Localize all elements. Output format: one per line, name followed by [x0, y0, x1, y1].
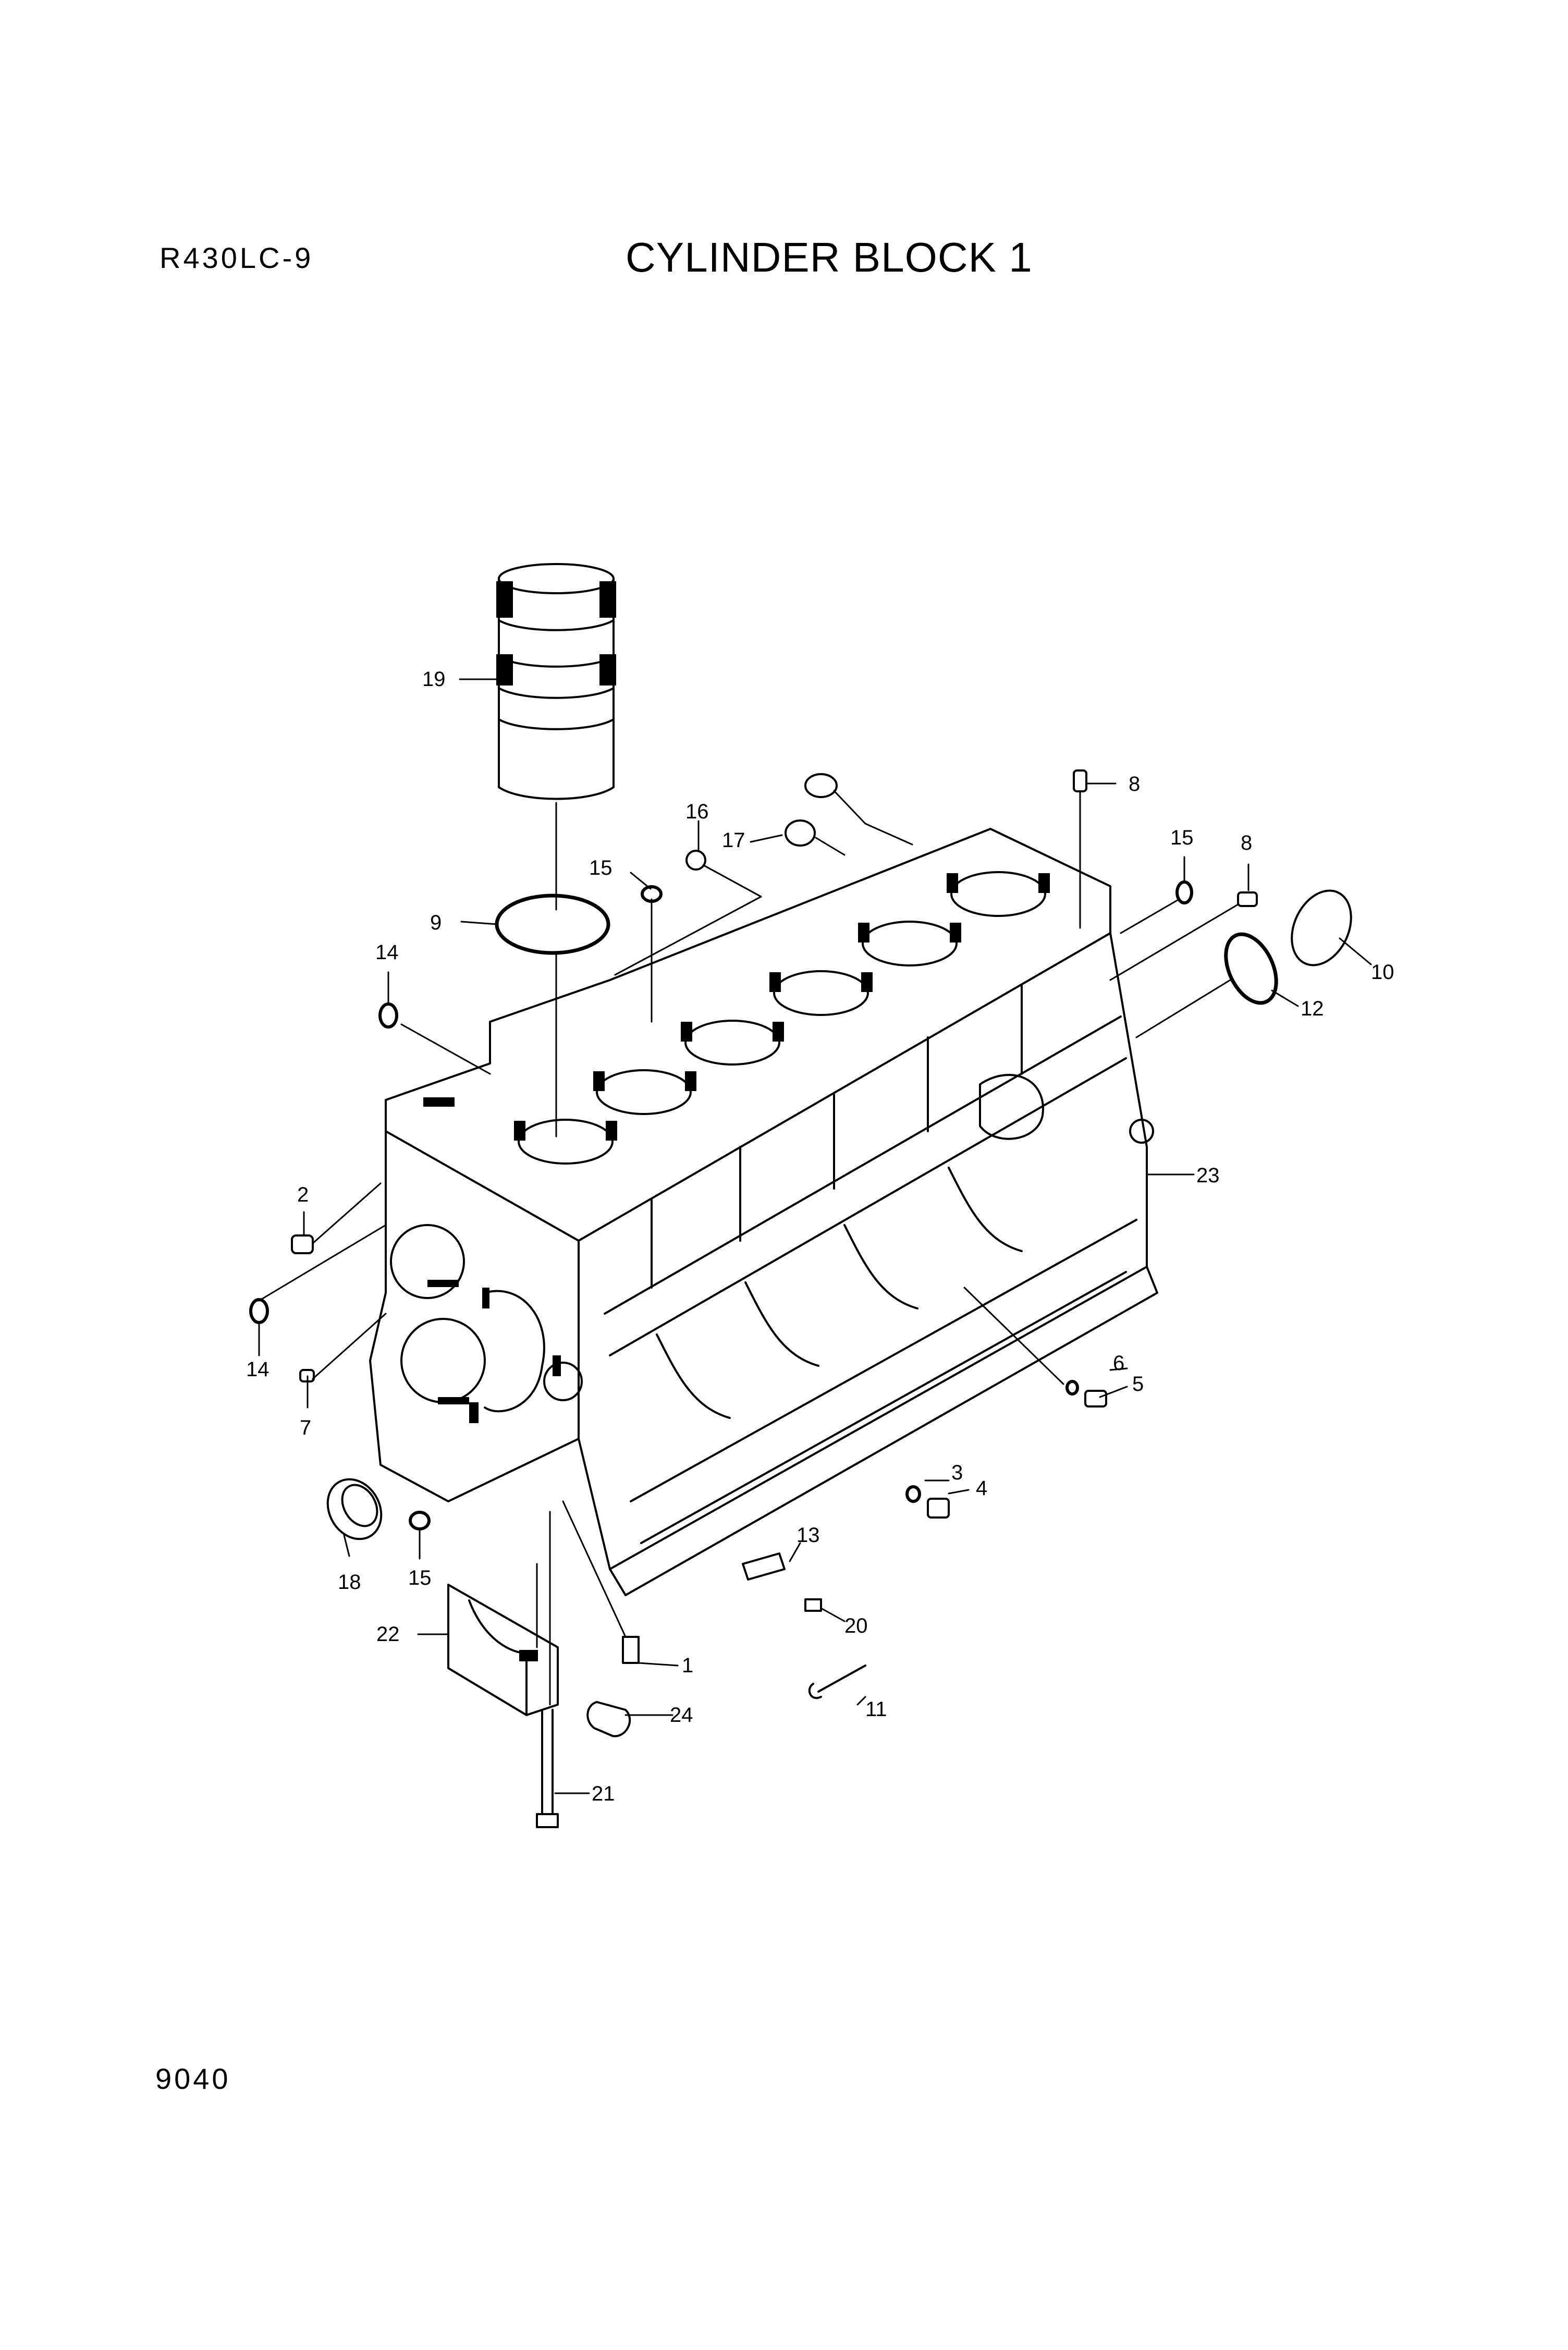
callout-13: 13 [797, 1524, 820, 1547]
cover-plate [1291, 889, 1352, 966]
piston-cooling-nozzle [622, 1636, 640, 1664]
oil-nozzle-bracket [586, 1701, 631, 1737]
callout-12: 12 [1301, 997, 1324, 1020]
callout-8-upper: 8 [1129, 773, 1140, 795]
callout-9: 10 [1371, 961, 1394, 984]
liner-marks [496, 581, 616, 686]
callout-24: 24 [670, 1704, 693, 1727]
callout-labels: 19 9 15 14 2 14 7 16 17 8 15 8 10 12 23 … [246, 668, 1394, 1805]
cylinder-liner [498, 563, 615, 800]
callout-14: 14 [246, 1358, 270, 1381]
cylinder-block [369, 828, 1158, 1596]
o-ring-14 [249, 1298, 269, 1324]
callout-23: 23 [1196, 1164, 1220, 1187]
callout-8-right: 8 [1241, 831, 1252, 854]
o-ring-15a [378, 1002, 398, 1029]
callout-20: 20 [844, 1614, 868, 1637]
bolt-11 [808, 1664, 866, 1699]
plug-17b [785, 819, 816, 847]
main-bearing-cap [447, 1584, 559, 1716]
callout-7: 7 [300, 1416, 311, 1439]
plug-4 [927, 1498, 950, 1519]
callout-4: 4 [976, 1477, 987, 1500]
main-bearing-bolt [536, 1709, 559, 1828]
liner-o-ring [495, 894, 610, 955]
callout-5: 5 [1132, 1373, 1144, 1396]
plug-2 [291, 1234, 314, 1254]
o-ring-15d [409, 1511, 431, 1531]
bore-marks [423, 873, 1050, 1423]
callout-6: 6 [1113, 1352, 1124, 1375]
callout-22: 22 [376, 1623, 400, 1646]
plug-5 [1084, 1390, 1107, 1407]
dowel-8b [1237, 891, 1258, 907]
cover-o-ring [1224, 932, 1278, 1005]
callout-16: 16 [685, 800, 709, 823]
callout-11: 11 [865, 1698, 887, 1721]
cover-13 [742, 1552, 786, 1581]
rear-seal [326, 1478, 383, 1540]
callout-17: 17 [722, 829, 745, 852]
leader-lines [258, 678, 1372, 1794]
callout-15-upper: 15 [589, 856, 612, 879]
diagram-title: CYLINDER BLOCK 1 [626, 234, 1033, 280]
bearing-cap-mark [519, 1650, 538, 1661]
bolt-20 [804, 1598, 822, 1612]
o-ring-3 [905, 1485, 921, 1503]
plug-16 [685, 850, 706, 871]
plug-17a [804, 773, 838, 798]
callout-19: 19 [422, 668, 446, 691]
callout-15-right: 15 [1170, 826, 1194, 849]
callout-21: 21 [592, 1782, 615, 1805]
dowel-8a [1073, 769, 1087, 792]
page-number: 9040 [155, 2062, 231, 2095]
callout-3: 3 [951, 1461, 963, 1484]
callout-1: 1 [682, 1654, 693, 1677]
callout-2: 2 [297, 1183, 309, 1206]
o-ring-6 [1065, 1380, 1079, 1396]
cylinder-bores [518, 871, 1046, 1165]
callout-15-lower: 15 [408, 1566, 432, 1589]
callout-18: 18 [338, 1571, 361, 1594]
o-ring-15c [1175, 880, 1193, 904]
model-number: R430LC-9 [160, 241, 314, 274]
callout-15-left: 14 [375, 941, 399, 964]
callout-10: 9 [430, 911, 442, 934]
